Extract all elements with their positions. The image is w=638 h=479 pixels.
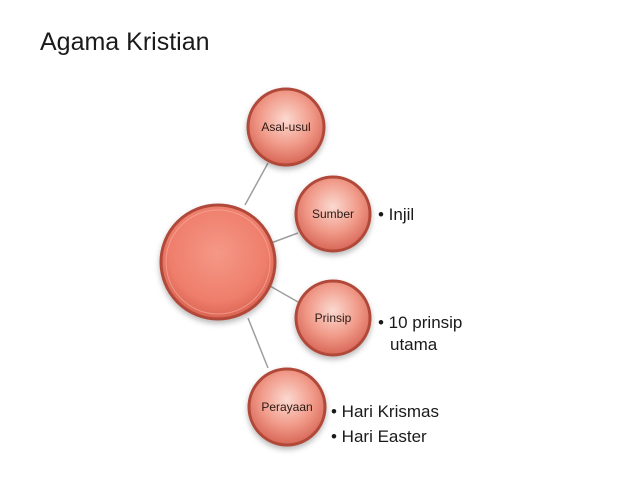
connectors — [244, 162, 299, 369]
connector-asal-usul — [244, 162, 269, 206]
bullet-hari-easter: • Hari Easter — [331, 427, 427, 446]
slide-title: Agama Kristian — [40, 28, 210, 56]
node-label-asal-usul: Asal-usul — [261, 120, 310, 134]
node-perayaan: Perayaan — [247, 367, 327, 447]
connector-sumber — [270, 232, 299, 244]
center-circle — [159, 203, 277, 321]
node-asal-usul: Asal-usul — [246, 87, 326, 167]
bullets-prinsip: • 10 prinsip utama — [378, 313, 462, 354]
bullet-hari-krismas: • Hari Krismas — [331, 402, 439, 421]
connector-perayaan — [247, 317, 269, 369]
bullet-utama: utama — [390, 335, 438, 354]
bullets-sumber: • Injil — [378, 205, 414, 224]
node-sumber: Sumber — [294, 175, 372, 253]
node-label-prinsip: Prinsip — [315, 311, 352, 325]
bullet-injil: • Injil — [378, 205, 414, 224]
node-label-perayaan: Perayaan — [261, 400, 312, 414]
connector-prinsip — [269, 285, 299, 303]
node-prinsip: Prinsip — [294, 279, 372, 357]
bullet-10-prinsip: • 10 prinsip — [378, 313, 462, 332]
node-label-sumber: Sumber — [312, 207, 354, 221]
bullets-perayaan: • Hari Krismas • Hari Easter — [331, 402, 439, 446]
